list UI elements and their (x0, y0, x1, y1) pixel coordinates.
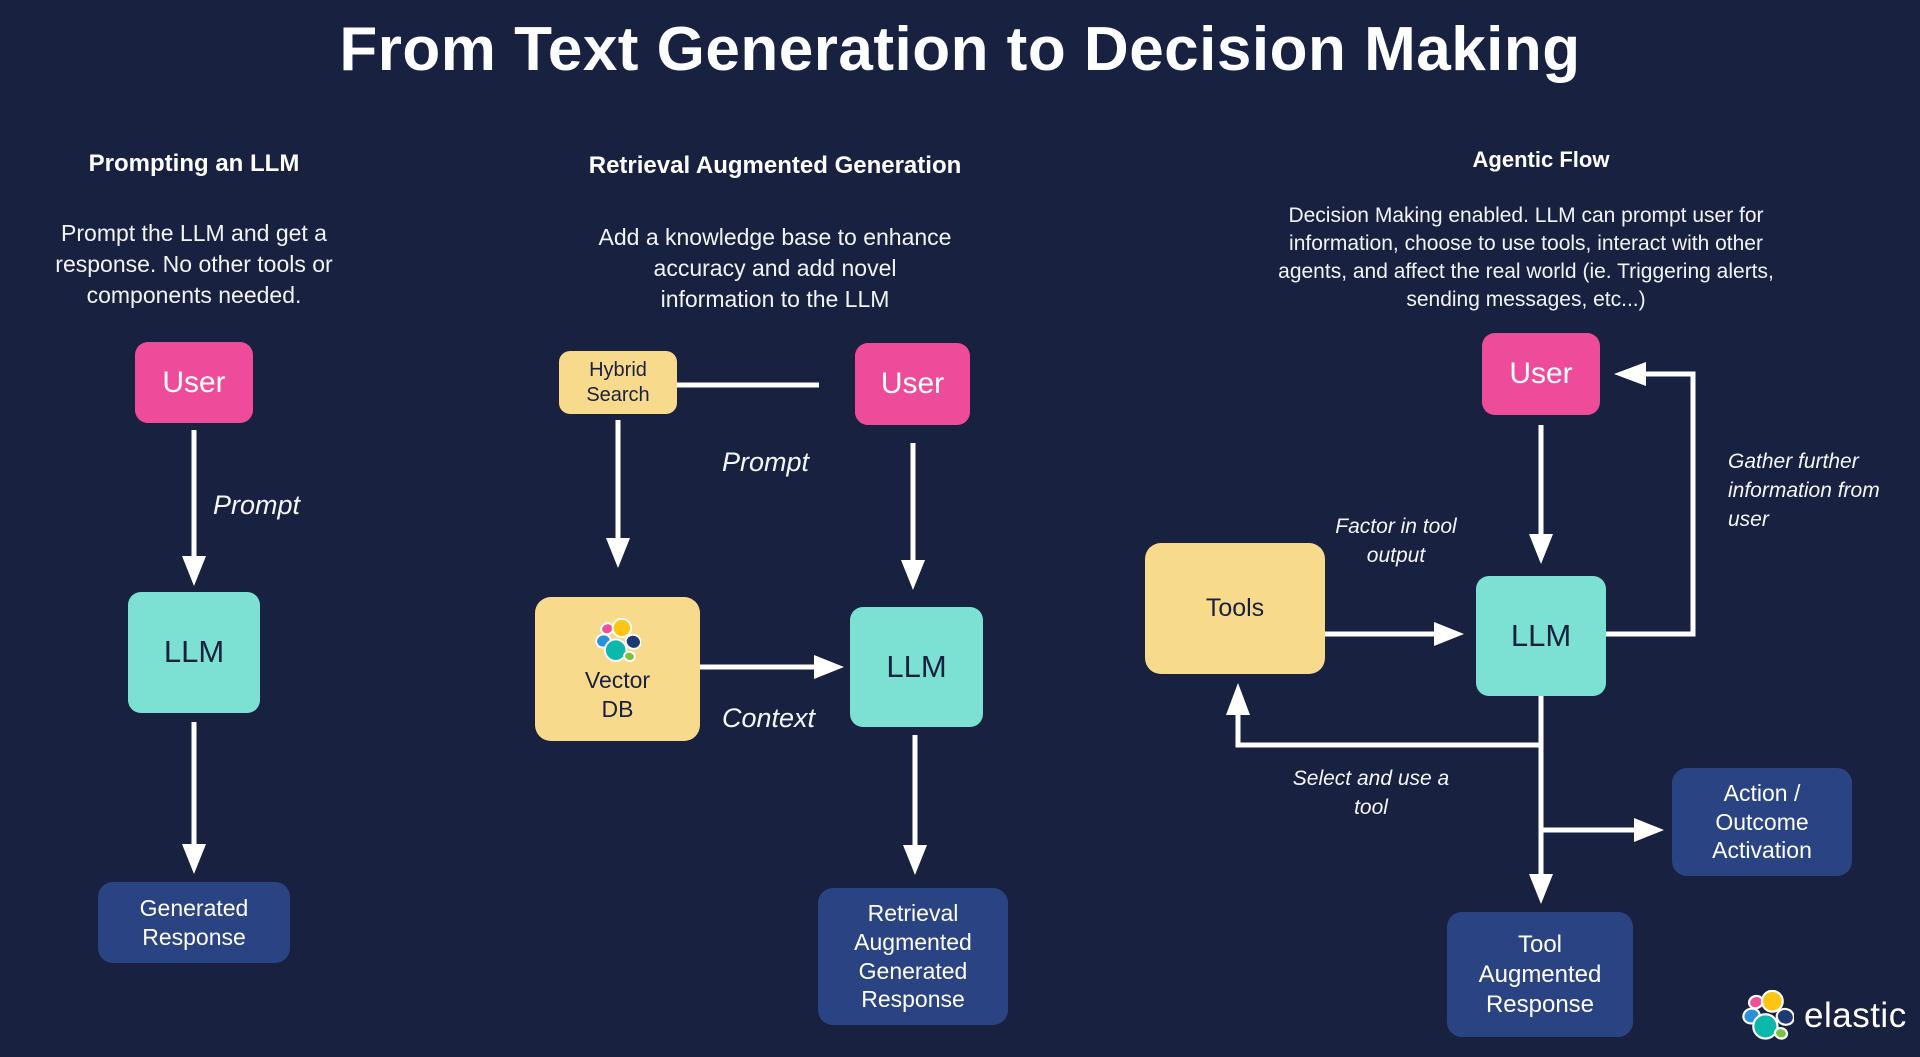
node-user-prompting: User (135, 342, 253, 423)
column-agentic-heading: Agentic Flow (1472, 147, 1610, 172)
arrow-llm-to-user-feedback (1606, 362, 1696, 637)
column-prompting-heading: Prompting an LLM (88, 150, 300, 177)
node-llm-agentic: LLM (1476, 576, 1606, 696)
label-factor-tool-output: Factor in tool output (1335, 515, 1457, 567)
node-user-rag: User (855, 343, 970, 425)
arrow-hybrid-to-vectordb (606, 420, 630, 568)
arrow-tools-to-llm (1325, 622, 1464, 646)
node-generated-response: Generated Response (98, 882, 290, 963)
label-select-tool: Select and use a tool (1292, 767, 1450, 819)
node-llm-prompting: LLM (128, 592, 260, 713)
node-user-agentic: User (1482, 333, 1600, 415)
vector-db-label: Vector DB (584, 667, 651, 722)
elastic-logo-icon (1742, 990, 1794, 1040)
arrow-user-to-llm-2 (901, 443, 925, 590)
arrow-llm-to-tools-loop (1226, 683, 1541, 748)
arrow-llm-to-response-2 (903, 735, 927, 875)
column-rag-heading: Retrieval Augmented Generation (588, 152, 962, 179)
arrow-llm-to-action (1541, 818, 1664, 842)
elastic-logo-icon (594, 618, 641, 663)
page-title: From Text Generation to Decision Making (339, 15, 1581, 84)
label-prompt-2: Prompt (722, 447, 810, 477)
node-rag-response: Retrieval Augmented Generated Response (818, 888, 1008, 1025)
column-prompting-description: Prompt the LLM and get a response. No ot… (55, 220, 333, 308)
elastic-wordmark: elastic (1804, 996, 1907, 1035)
arrow-user-to-llm-3 (1529, 425, 1553, 564)
arrow-user-to-llm-1 (182, 430, 206, 586)
label-gather-info: Gather further information from user (1728, 450, 1880, 531)
arrow-llm-to-response-1 (182, 722, 206, 874)
arrow-llm-to-toolresponse (1529, 696, 1553, 904)
label-context: Context (722, 703, 816, 733)
node-llm-rag: LLM (850, 607, 983, 727)
node-hybrid-search: Hybrid Search (559, 351, 677, 414)
elastic-brand: elastic (1742, 990, 1907, 1042)
column-agentic-description: Decision Making enabled. LLM can prompt … (1278, 204, 1774, 311)
node-vector-db: Vector DB (535, 597, 700, 741)
node-tools: Tools (1145, 543, 1325, 674)
node-tool-augmented-response: Tool Augmented Response (1447, 912, 1633, 1037)
column-rag-description: Add a knowledge base to enhance accuracy… (598, 224, 952, 312)
arrow-vectordb-to-llm (700, 655, 844, 679)
label-prompt-1: Prompt (213, 490, 301, 520)
node-action-outcome: Action / Outcome Activation (1672, 768, 1852, 876)
